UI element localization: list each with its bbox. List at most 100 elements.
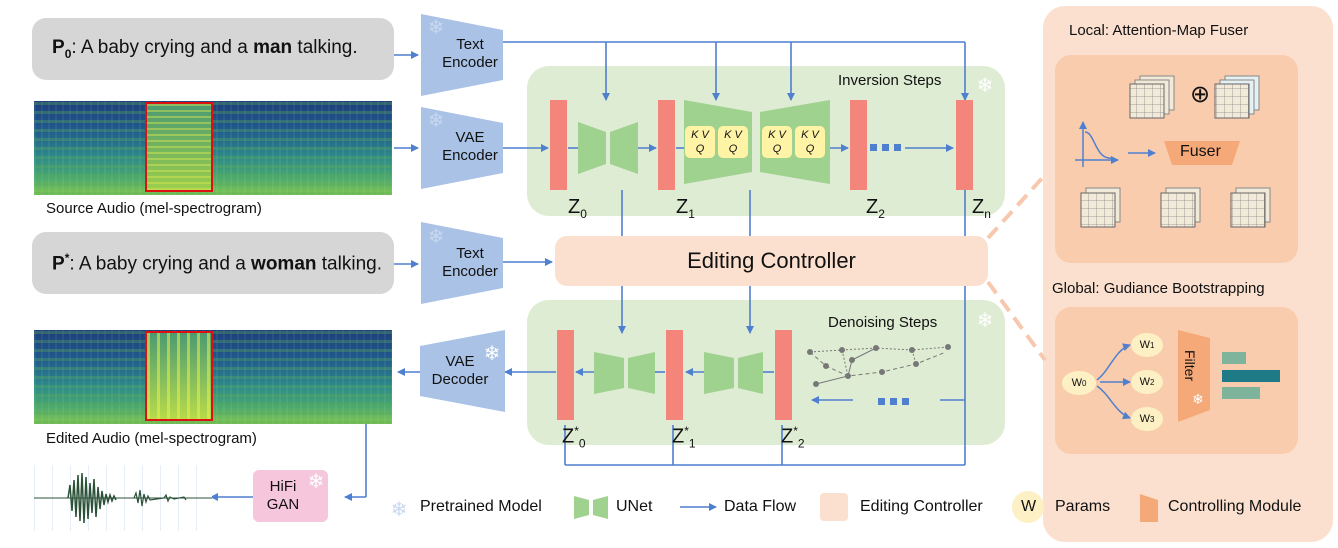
kvq-1-bottom: Q (695, 143, 705, 155)
text-encoder-2: Text Encoder (438, 245, 502, 281)
z1-base: Z (676, 196, 689, 218)
kvq-2-bottom: Q (728, 143, 738, 155)
global-title: Global: Gudiance Bootstrapping (1052, 280, 1265, 297)
z-star-2-bar (775, 330, 792, 420)
vae-decoder: VAE Decoder (428, 353, 492, 389)
hifi-gan: HiFi GAN (256, 478, 310, 514)
z0-label: Z0 (568, 196, 587, 221)
legend-unet-label: UNet (616, 498, 653, 515)
z1-sub: 1 (688, 207, 695, 221)
editing-controller: Editing Controller (555, 236, 988, 286)
source-prompt-text-before: : A baby crying and a (71, 37, 254, 59)
z1-label: Z1 (676, 196, 695, 221)
z-star-2-base: Z (781, 425, 794, 448)
z-star-1-label: Z*1 (672, 424, 696, 451)
text-encoder-1-line1: Text (456, 36, 484, 53)
svg-text:❄: ❄ (428, 15, 445, 39)
inversion-title: Inversion Steps (838, 72, 942, 89)
target-prompt-bold: woman (251, 253, 317, 275)
hifi-gan-line2: GAN (266, 496, 300, 513)
vae-encoder: VAE Encoder (438, 129, 502, 165)
z1-bar (658, 100, 675, 190)
source-prompt-sub: 0 (64, 46, 72, 61)
w3-sub: 3 (1149, 414, 1155, 424)
filter-label: Filter (1182, 350, 1198, 382)
vae-encoder-line2: Encoder (442, 147, 498, 164)
legend-flow-label: Data Flow (724, 498, 797, 515)
target-prompt-text-before: : A baby crying and a (69, 253, 252, 275)
legend-controller: Editing Controller (860, 498, 983, 516)
kvq-3-top: K V (768, 129, 786, 141)
w1-base: W (1139, 339, 1150, 351)
zn-bar (956, 100, 973, 190)
legend-params-symbol: W (1021, 498, 1036, 516)
source-prompt: P0: A baby crying and a man talking. (32, 18, 394, 80)
svg-text:❄: ❄ (484, 341, 501, 365)
source-prompt-text-after: talking. (292, 37, 358, 59)
legend-pretrained-label: Pretrained Model (420, 498, 542, 515)
z-star-2-sub: 2 (797, 436, 805, 451)
z0-bar (550, 100, 567, 190)
legend-unet: UNet (616, 498, 652, 516)
w3-base: W (1139, 413, 1150, 425)
target-prompt-text-after: talking. (316, 253, 382, 275)
source-spectrogram (34, 101, 392, 195)
kvq-block-1: K V Q (685, 126, 715, 158)
z2-bar (850, 100, 867, 190)
z2-base: Z (866, 196, 879, 218)
legend-controlling-label: Controlling Module (1168, 498, 1302, 515)
z-star-0-base: Z (562, 425, 575, 448)
z-star-0-label: Z*0 (562, 424, 586, 451)
edited-spectrogram (34, 330, 392, 424)
text-encoder-1-line2: Encoder (442, 54, 498, 71)
w1-sub: 1 (1149, 340, 1155, 350)
z-star-2-sup: * (793, 424, 798, 438)
legend-params: Params (1055, 498, 1110, 516)
z-star-1-sub: 1 (688, 436, 696, 451)
source-prompt-bold: man (253, 37, 293, 59)
source-prompt-symbol: P (52, 37, 65, 59)
denoising-title: Denoising Steps (828, 314, 938, 331)
z-star-2-label: Z*2 (781, 424, 805, 451)
svg-text:❄: ❄ (1192, 392, 1204, 408)
zn-label: Zn (972, 196, 991, 221)
source-caption: Source Audio (mel-spectrogram) (46, 200, 262, 217)
edited-spectrogram-highlight (145, 331, 213, 421)
target-prompt-sup: * (64, 250, 70, 265)
edited-caption: Edited Audio (mel-spectrogram) (46, 430, 257, 447)
oplus-symbol: ⊕ (1190, 80, 1211, 108)
source-spectrogram-highlight (145, 102, 213, 192)
waveform (34, 465, 212, 531)
legend-params-label: Params (1055, 498, 1111, 515)
z-star-1-base: Z (672, 425, 685, 448)
legend-flow: Data Flow (724, 498, 796, 516)
legend-controlling: Controlling Module (1168, 498, 1301, 516)
kvq-4-top: K V (801, 129, 819, 141)
w2-sub: 2 (1149, 377, 1155, 387)
z-star-0-bar (557, 330, 574, 420)
kvq-3-bottom: Q (772, 143, 782, 155)
svg-text:❄: ❄ (428, 224, 445, 248)
z-star-1-sup: * (684, 424, 689, 438)
svg-text:❄: ❄ (977, 73, 994, 97)
svg-text:❄: ❄ (428, 108, 445, 132)
text-encoder-1: Text Encoder (438, 36, 502, 72)
z-star-0-sup: * (574, 424, 579, 438)
w2-base: W (1139, 376, 1150, 388)
z2-label: Z2 (866, 196, 885, 221)
z-star-1-bar (666, 330, 683, 420)
vae-decoder-line1: VAE (445, 353, 475, 370)
hifi-gan-line1: HiFi (269, 478, 297, 495)
zn-base: Z (972, 196, 985, 218)
w0-base: W (1071, 377, 1082, 389)
z-star-0-sub: 0 (578, 436, 586, 451)
z0-sub: 0 (580, 207, 587, 221)
kvq-1-top: K V (691, 129, 709, 141)
zn-sub: n (984, 207, 991, 221)
kvq-2-top: K V (724, 129, 742, 141)
vae-decoder-line2: Decoder (431, 371, 489, 388)
